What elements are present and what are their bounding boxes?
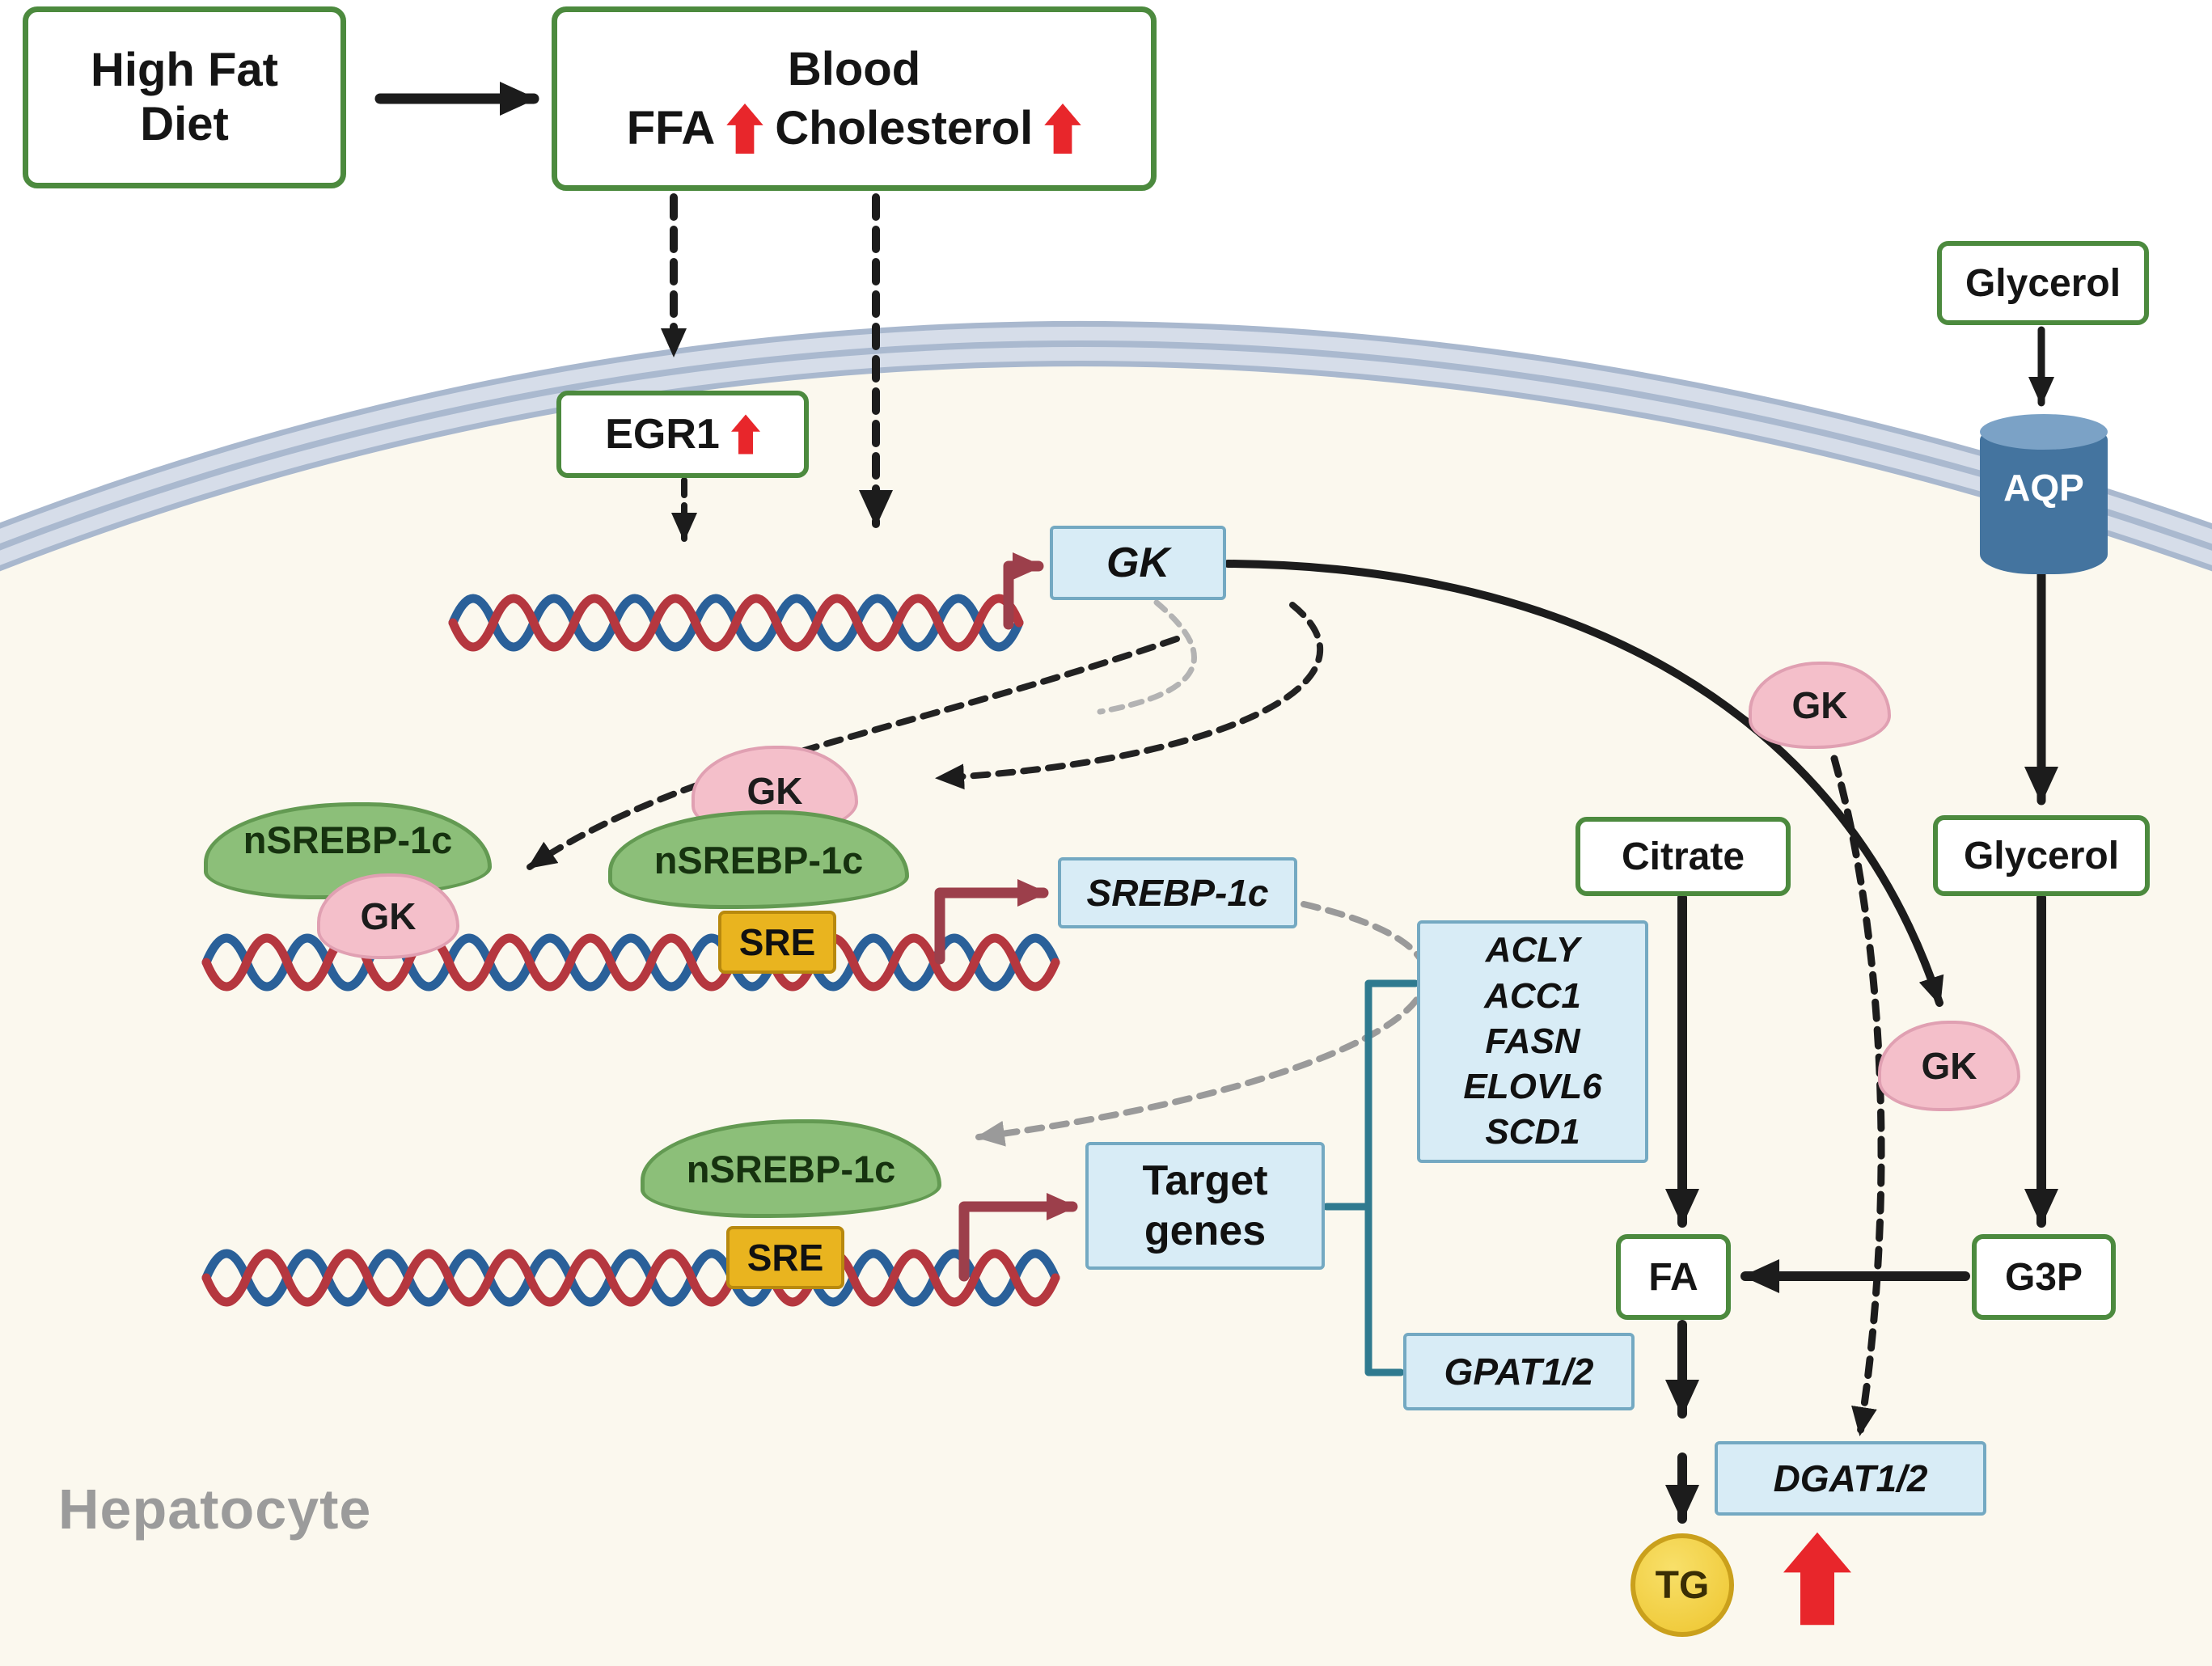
high-fat-diet-box: High Fat Diet [23, 6, 346, 188]
citrate-label: Citrate [1621, 835, 1745, 878]
dna-helix-target-genes [201, 1249, 1060, 1307]
ffa-label: FFA [626, 102, 716, 154]
gk-gene-label: GK [1106, 539, 1169, 586]
blood-title: Blood [787, 43, 921, 95]
sre-element-bottom: SRE [726, 1226, 844, 1289]
nsrebp-mid: nSREBP-1c [608, 810, 909, 909]
cholesterol-label: Cholesterol [775, 102, 1034, 154]
lipogenic-genes-box: ACLY ACC1 FASN ELOVL6 SCD1 [1417, 920, 1648, 1163]
gk-protein-lower-right-label: GK [1921, 1045, 1977, 1087]
nsrebp-mid-label: nSREBP-1c [653, 838, 864, 882]
gene-acly: ACLY [1485, 930, 1580, 970]
gk-protein-left-label: GK [360, 895, 417, 937]
egr1-box: EGR1 [556, 391, 809, 478]
gk-protein-mid-label: GK [746, 770, 803, 812]
cell-interior [0, 344, 2212, 1666]
gk-protein-left: GK [317, 873, 459, 959]
arrow-srebp-to-bottom-complex-dashed [975, 901, 1429, 1147]
aqp-channel: AQP [1980, 414, 2108, 574]
egr1-label: EGR1 [605, 411, 720, 458]
glycerol-inside-label: Glycerol [1963, 834, 2120, 877]
hepatocyte-label: Hepatocyte [58, 1478, 372, 1541]
sre-element-mid: SRE [718, 911, 836, 974]
tg-label: TG [1655, 1563, 1710, 1607]
nsrebp-left: nSREBP-1c [204, 802, 492, 899]
promoter-arrows [934, 552, 1078, 1282]
srebp1c-gene-label: SREBP-1c [1086, 872, 1269, 914]
dgat-label: DGAT1/2 [1773, 1457, 1928, 1499]
gene-scd1: SCD1 [1485, 1112, 1580, 1152]
fa-label: FA [1648, 1255, 1698, 1299]
cell-membrane [0, 321, 2212, 572]
gk-gray-hook-dashed [1097, 599, 1197, 715]
sre-bottom-label: SRE [746, 1237, 824, 1279]
nsrebp-left-label: nSREBP-1c [243, 818, 453, 861]
gk-protein-upper-right-label: GK [1791, 684, 1848, 726]
promoter-arrow-target-genes [958, 1193, 1078, 1282]
dgat-box: DGAT1/2 [1715, 1441, 1986, 1516]
glycerol-outside-label: Glycerol [1965, 261, 2121, 305]
tg-up-arrow-icon [1783, 1532, 1851, 1626]
arrow-gk-to-mid-complex-dashed [935, 602, 1324, 790]
gene-acc1: ACC1 [1484, 975, 1581, 1016]
egr1-up-arrow-icon [730, 414, 760, 455]
dna-helix-gk [448, 594, 1024, 652]
gene-fasn: FASN [1485, 1021, 1580, 1061]
gpat-label: GPAT1/2 [1444, 1351, 1594, 1393]
ffa-up-arrow-icon [726, 103, 763, 154]
aqp-label: AQP [2003, 467, 2084, 509]
tg-circle: TG [1630, 1533, 1734, 1637]
aqp-cylinder [1980, 432, 2108, 574]
arrow-gk-export-curve [1224, 560, 1944, 1007]
cholesterol-up-arrow-icon [1044, 103, 1082, 154]
sre-mid-label: SRE [738, 921, 816, 963]
target-genes-box: Target genes [1085, 1142, 1325, 1270]
srebp1c-gene-box: SREBP-1c [1058, 857, 1297, 928]
gene-elovl6: ELOVL6 [1463, 1067, 1602, 1107]
gpat-box: GPAT1/2 [1403, 1333, 1635, 1410]
promoter-arrow-gk [1003, 552, 1044, 630]
g3p-box: G3P [1972, 1234, 2116, 1320]
fa-box: FA [1616, 1234, 1731, 1320]
aqp-cylinder-top [1980, 414, 2108, 450]
glycerol-inside-box: Glycerol [1933, 815, 2150, 896]
blood-box: Blood FFA Cholesterol [552, 6, 1157, 191]
promoter-arrow-srebp1c [934, 879, 1049, 965]
nsrebp-bottom: nSREBP-1c [641, 1119, 941, 1218]
solid-arrows [374, 82, 2058, 1524]
gk-protein-lower-right: GK [1878, 1021, 2020, 1111]
nsrebp-bottom-label: nSREBP-1c [686, 1147, 896, 1190]
gk-protein-upper-right: GK [1749, 662, 1891, 749]
glycerol-outside-box: Glycerol [1937, 241, 2149, 325]
target-genes-label: Target genes [1142, 1156, 1268, 1254]
high-fat-diet-label: High Fat Diet [91, 43, 278, 150]
g3p-label: G3P [2004, 1255, 2083, 1299]
target-genes-bracket [1322, 979, 1419, 1376]
gk-gene-box: GK [1050, 526, 1226, 600]
citrate-box: Citrate [1575, 817, 1791, 896]
